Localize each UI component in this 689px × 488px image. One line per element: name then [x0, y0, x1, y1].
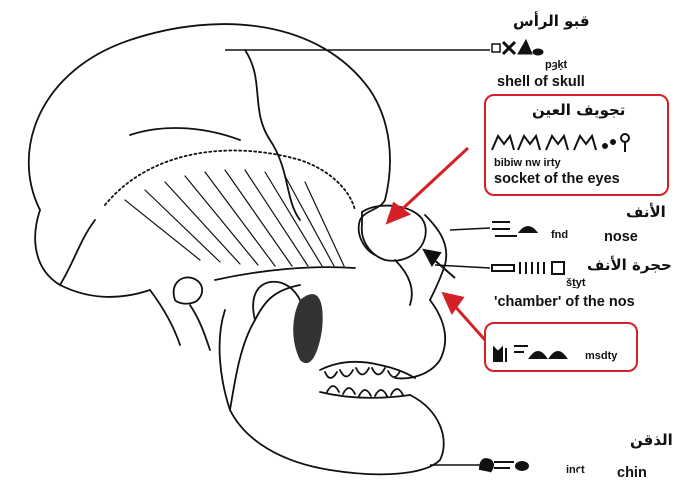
leader-nose	[450, 228, 490, 230]
cranium-outline	[29, 24, 390, 210]
skull-cap-translit: pȝḳt	[545, 60, 567, 71]
highlight-box-nasal-cheek	[484, 322, 638, 372]
nose-translit: fnd	[551, 230, 568, 241]
lambdoid-suture	[60, 220, 95, 285]
nose-english: nose	[604, 230, 638, 245]
hieroglyphs-skull	[492, 40, 543, 55]
coronal-suture	[245, 50, 300, 220]
nasal-opening	[395, 260, 412, 305]
eye-socket-english: socket of the eyes	[494, 172, 620, 187]
squamous-suture	[130, 128, 240, 140]
eye-socket-arabic: تجويف العين	[532, 103, 625, 118]
ramus	[230, 285, 300, 410]
mandible	[220, 310, 444, 474]
nasal-cavity-shade	[293, 294, 322, 363]
nasal-cheek-translit: msdty	[585, 351, 617, 362]
maxilla	[395, 300, 445, 378]
chin-translit: inꜥt	[566, 465, 585, 476]
skull-cap-arabic: قبو الرأس	[513, 14, 590, 29]
nasal-chamber-arabic: حجرة الأنف	[587, 258, 672, 273]
nasal-chamber-translit: šṯyt	[566, 278, 586, 289]
skull-cap-english: shell of skull	[497, 75, 585, 90]
arrow-eye-socket	[398, 148, 468, 213]
zygomatic-arch	[215, 267, 355, 280]
mastoid	[150, 290, 210, 350]
chin-english: chin	[617, 466, 647, 481]
arrow-nasal-cheek	[452, 303, 485, 340]
hieroglyphs-nose	[492, 222, 536, 236]
lower-teeth	[320, 386, 410, 398]
eye-socket-translit: bibiw nw irty	[494, 158, 561, 169]
nose-arabic: الأنف	[626, 205, 666, 220]
temporal-fossa	[105, 150, 355, 210]
ear-canal	[174, 277, 202, 303]
chin-arabic: الذقن	[630, 433, 673, 448]
nasal-chamber-english: 'chamber' of the nos	[494, 295, 635, 310]
hieroglyphs-chin	[480, 459, 528, 472]
upper-teeth	[320, 362, 415, 378]
hieroglyphs-nasal-chamber	[492, 262, 564, 274]
